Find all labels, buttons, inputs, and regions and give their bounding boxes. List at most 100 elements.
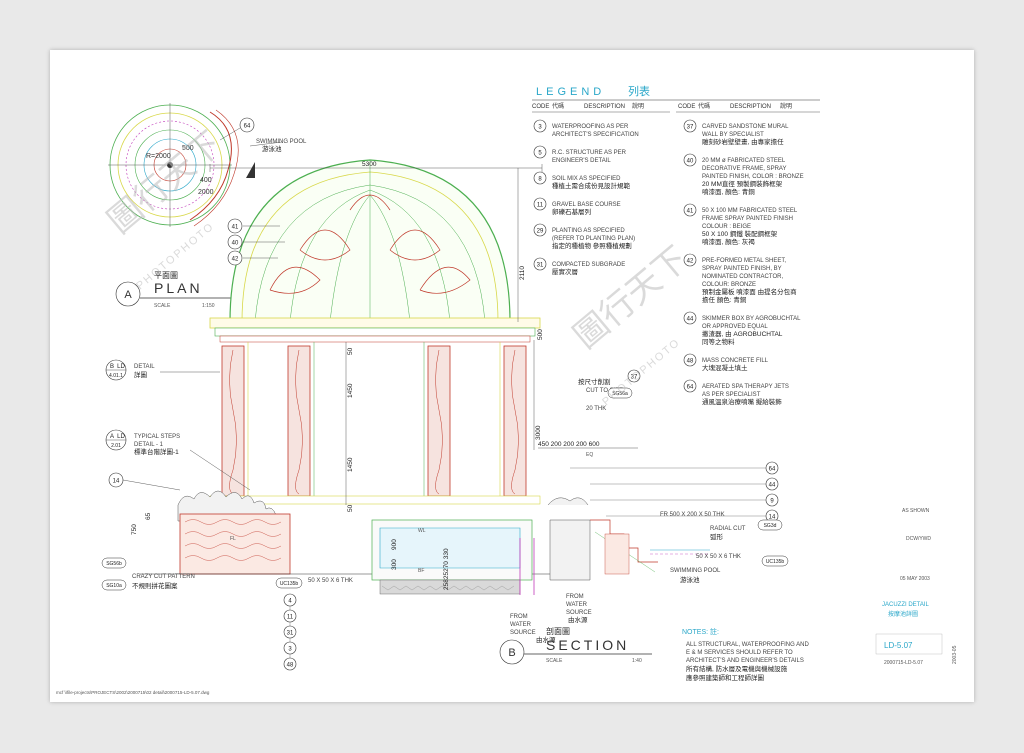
plan-title: PLAN xyxy=(154,280,203,296)
fr-label: FR 500 X 200 X 50 THK xyxy=(660,512,725,518)
dim-65: 65 xyxy=(145,512,152,520)
callout-14-left: 14 xyxy=(113,479,120,485)
steps-dims: 450 200 200 200 600 xyxy=(538,441,600,448)
detail-bubble-ref: 4.01.1 xyxy=(109,373,123,379)
callout-40: 40 xyxy=(232,241,239,247)
legend-code-header-2-cn: 代碼 xyxy=(698,102,710,110)
left-code-bubble xyxy=(533,197,547,211)
right-legend-line: AERATED SPA THERAPY JETS xyxy=(702,384,789,390)
right-legend-line: 雕刻砂岩壁壁畫, 由專家擔任 xyxy=(702,137,784,146)
tag-uc135b-right: UC135b xyxy=(766,559,785,565)
wl-label: WL xyxy=(418,528,426,534)
left-legend-line: 壓實次層 xyxy=(552,267,578,276)
plan-dim-400: 400 xyxy=(200,177,212,184)
dim-5300: 5300 xyxy=(362,161,377,168)
plan-view: R=2000 500 400 2000 64 SWIMMING POOL 游泳池… xyxy=(108,103,307,309)
left-legend-line: R.C. STRUCTURE AS PER xyxy=(552,150,627,156)
right-legend-line: FRAME SPRAY PAINTED FINISH xyxy=(702,216,793,222)
right-legend-line: 噴漆面, 顏色: 灰褐 xyxy=(702,237,755,246)
title-block: AS SHOWN DCW/YWD 05 MAY 2003 JACUZZI DET… xyxy=(875,508,958,666)
plan-dim-500: 500 xyxy=(182,145,194,152)
right-legend-line: 噴漆面, 顏色: 青銅 xyxy=(702,187,755,196)
fl-label: FL xyxy=(230,536,236,542)
from-water-1b: WATER xyxy=(510,622,532,628)
detail-label: DETAIL xyxy=(134,364,155,370)
right-legend-line: COLOUR: BRONZE xyxy=(702,282,756,288)
callout-64-right: 64 xyxy=(769,467,776,473)
dimensions: 5300 2110 50 1450 1450 50 3000 500 750 6… xyxy=(131,161,638,590)
left-legend-line: ENGINEER'S DETAIL xyxy=(552,158,611,164)
plan-title-bubble xyxy=(115,281,141,307)
callout-31: 31 xyxy=(287,631,294,637)
tb-rev: 2003-05 xyxy=(952,645,958,664)
right-legend-line: 擔任 顏色: 青銅 xyxy=(702,295,747,304)
tb-jacuzzi-cn: 按摩池詳圖 xyxy=(888,610,918,618)
callout-44-right: 44 xyxy=(769,483,776,489)
right-code: 37 xyxy=(687,125,694,131)
callout-42: 42 xyxy=(232,257,239,263)
dim-3000: 3000 xyxy=(535,425,542,440)
right-code: 41 xyxy=(687,209,694,215)
dim-1450-a: 1450 xyxy=(347,383,354,398)
plan-radius-dim: R=2000 xyxy=(146,153,171,160)
tag-sg3d: SG3d xyxy=(764,523,777,529)
right-legend-line: 20 MM ø FABRICATED STEEL xyxy=(702,158,786,164)
section-title-bubble xyxy=(499,639,525,665)
steps-eq: EQ xyxy=(586,452,593,458)
callout-3: 3 xyxy=(288,647,292,653)
plan-dim-2000: 2000 xyxy=(198,189,214,196)
dim-2110: 2110 xyxy=(519,266,526,280)
notes-label-cn: 註: xyxy=(710,627,719,636)
right-legend-line: COLOUR : BEIGE xyxy=(702,224,751,230)
tb-date: 05 MAY 2003 xyxy=(900,576,930,582)
right-code: 42 xyxy=(687,259,694,265)
left-code: 11 xyxy=(537,203,544,209)
right-legend-line: NOMINATED CONTRACTOR, xyxy=(702,274,783,280)
right-legend-line: MASS CONCRETE FILL xyxy=(702,358,769,364)
section-scale-label: SCALE xyxy=(546,658,563,664)
to-size-cn: 按尺寸削割 xyxy=(578,377,611,386)
detail-label-cn: 詳圖 xyxy=(134,370,147,379)
legend-desc-header-2-cn: 說明 xyxy=(780,102,792,110)
right-code-bubble xyxy=(683,253,697,267)
left-code: 8 xyxy=(538,177,542,183)
dim-50-bottom: 50 xyxy=(347,504,354,512)
dim-1450-b: 1450 xyxy=(347,457,354,472)
section-title-letter: B xyxy=(508,647,515,659)
left-code-bubble xyxy=(533,171,547,185)
bottom-callouts: 4 11 31 3 48 xyxy=(283,593,297,671)
fifty-label-a: 50 X 50 X 6 THK xyxy=(308,578,353,584)
right-legend-line: 50 X 100 MM FABRICATED STEEL xyxy=(702,208,798,214)
typical-steps-detail: DETAIL - 1 xyxy=(134,442,164,448)
right-legend-line: PAINTED FINISH, COLOR : BRONZE xyxy=(702,174,804,180)
legend-desc-header-cn: 說明 xyxy=(632,102,644,110)
tb-jacuzzi: JACUZZI DETAIL xyxy=(882,602,930,608)
dim-750: 750 xyxy=(131,524,138,535)
callout-11: 11 xyxy=(287,615,294,621)
left-legend-line: COMPACTED SUBGRADE xyxy=(552,262,625,268)
callout-48: 48 xyxy=(287,663,294,669)
north-arrow-icon xyxy=(246,162,255,178)
dim-stack: 25825270 330 xyxy=(443,548,450,590)
steps-bubble-ld: LD xyxy=(117,434,125,440)
notes-line-1: ALL STRUCTURAL, WATERPROOFING AND xyxy=(686,642,809,648)
right-legend-line: 預制金屬板 噴漆面 由提名分包商 xyxy=(702,287,797,296)
bf-label: BF xyxy=(418,568,424,574)
left-code: 29 xyxy=(537,229,544,235)
typical-steps-label: TYPICAL STEPS xyxy=(134,434,180,440)
section-annotations: 41 40 42 B LD 4.01.1 DETAIL 詳圖 A LD 2.01… xyxy=(101,218,789,671)
cad-drawing: R=2000 500 400 2000 64 SWIMMING POOL 游泳池… xyxy=(56,84,958,695)
gazebo-elevation xyxy=(209,159,541,505)
column-panels xyxy=(221,345,527,497)
right-legend-line: 20 MM直徑 預製鋼裝飾框架 xyxy=(702,179,783,188)
notes: NOTES: 註: ALL STRUCTURAL, WATERPROOFING … xyxy=(682,627,809,682)
radial-cut: RADIAL CUT xyxy=(710,526,746,532)
dim-300: 300 xyxy=(391,559,398,570)
legend-code-header: CODE xyxy=(532,104,549,110)
left-legend-line: 卵礫石基層列 xyxy=(552,207,591,216)
from-water-1-cn: 由水源 xyxy=(536,635,556,644)
cut-to-size: CUT TO SIZE xyxy=(586,388,623,394)
right-legend-line: 大塊混凝土填土 xyxy=(702,363,748,372)
tb-as-shown: AS SHOWN xyxy=(902,508,930,514)
